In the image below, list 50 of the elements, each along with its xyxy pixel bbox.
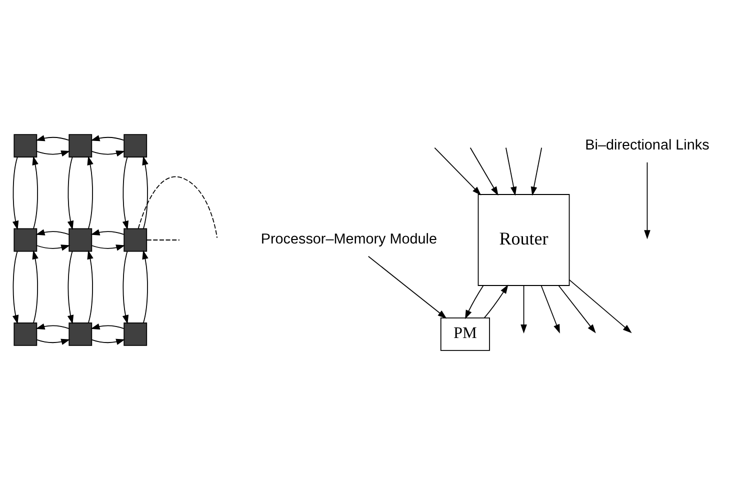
node-box bbox=[124, 228, 148, 252]
arrow bbox=[36, 338, 70, 345]
arrow bbox=[90, 135, 124, 142]
arrow bbox=[36, 229, 70, 236]
arrow bbox=[434, 147, 482, 196]
arrow bbox=[90, 323, 124, 330]
node-text: Processor–Memory Module bbox=[260, 231, 438, 248]
arrow bbox=[36, 135, 70, 142]
arrow bbox=[12, 251, 19, 324]
arrow bbox=[122, 251, 129, 324]
node-box bbox=[124, 134, 148, 158]
arrow bbox=[142, 156, 148, 230]
arrow bbox=[36, 150, 70, 157]
arrow bbox=[32, 250, 38, 324]
arrow bbox=[32, 156, 38, 230]
arrow bbox=[470, 147, 498, 196]
arrow bbox=[36, 323, 70, 330]
node-box bbox=[14, 228, 38, 252]
arrow bbox=[506, 147, 517, 196]
arrow bbox=[67, 156, 74, 230]
arrow bbox=[92, 338, 126, 345]
arrow bbox=[558, 285, 596, 334]
arrow bbox=[368, 256, 447, 319]
arrow bbox=[92, 244, 126, 251]
node-box: PM bbox=[440, 318, 490, 351]
arrow bbox=[142, 250, 148, 324]
arrow bbox=[122, 156, 129, 230]
arrow bbox=[87, 156, 94, 230]
arrow bbox=[644, 162, 650, 240]
arrow bbox=[67, 251, 74, 324]
arrow bbox=[465, 285, 484, 320]
node-box bbox=[68, 134, 92, 158]
arrow bbox=[90, 229, 124, 236]
arrow bbox=[568, 279, 632, 334]
node-text: Bi–directional Links bbox=[585, 137, 710, 154]
node-box bbox=[68, 322, 92, 346]
connector bbox=[138, 176, 218, 238]
node-box bbox=[14, 134, 38, 158]
node-box: Router bbox=[478, 194, 570, 286]
arrow bbox=[87, 250, 94, 324]
arrow bbox=[530, 147, 542, 196]
arrow bbox=[36, 244, 70, 251]
node-box bbox=[124, 322, 148, 346]
arrow bbox=[92, 150, 126, 157]
arrow bbox=[540, 285, 560, 334]
arrow bbox=[12, 156, 19, 230]
node-box bbox=[68, 228, 92, 252]
arrow bbox=[520, 285, 527, 334]
node-box bbox=[14, 322, 38, 346]
arrow bbox=[484, 284, 508, 318]
